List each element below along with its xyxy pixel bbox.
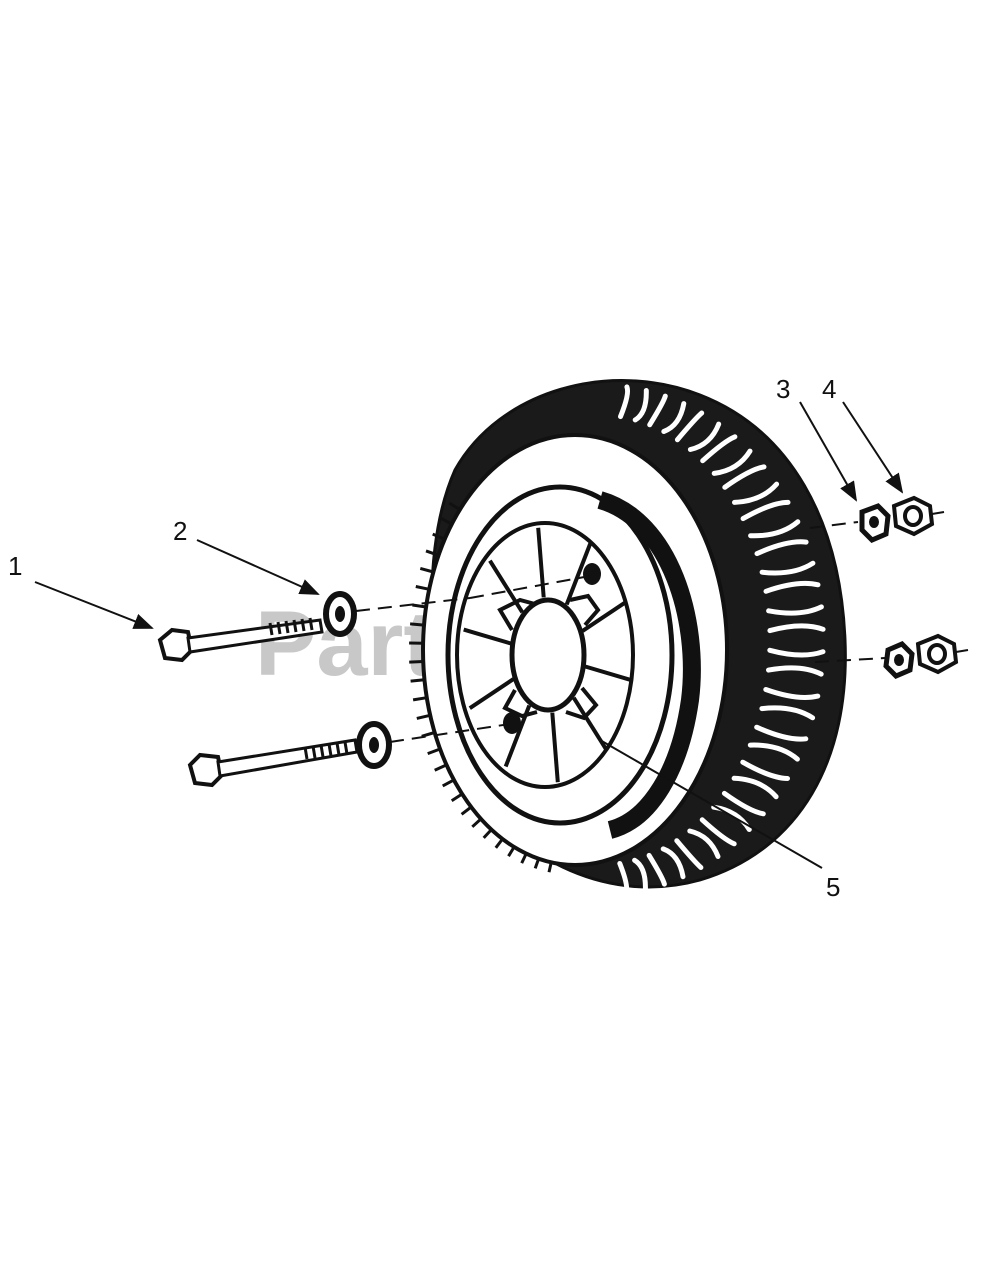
tread-lug xyxy=(711,448,753,476)
sidewall-tooth xyxy=(412,603,427,609)
sidewall-tooth xyxy=(434,763,448,772)
sidewall-tooth xyxy=(410,678,425,683)
sidewall-tooth xyxy=(482,828,493,839)
callout-4: 4 xyxy=(822,374,836,404)
hex-nut-upper xyxy=(891,495,945,537)
rim-spoke xyxy=(564,542,593,606)
tread-lug xyxy=(661,401,687,434)
leader-2 xyxy=(196,539,320,595)
bolt-upper xyxy=(157,617,324,663)
sidewall-tooth xyxy=(448,501,461,511)
tread-lug xyxy=(763,580,821,594)
lock-washer-lower xyxy=(883,641,915,679)
sidewall-tooth xyxy=(409,622,425,627)
sidewall-tooth xyxy=(416,713,431,720)
rim-spoke xyxy=(468,677,515,710)
tread-lug xyxy=(721,790,766,817)
sidewall-tooth xyxy=(425,549,440,557)
tread-lug xyxy=(767,623,826,634)
leader-lines xyxy=(34,401,904,869)
tread-lug xyxy=(660,846,686,880)
rim-spoke xyxy=(536,527,546,598)
leader-1 xyxy=(34,581,154,629)
washer-lower xyxy=(356,721,392,769)
tread-lug xyxy=(674,410,705,443)
tread-lug xyxy=(766,665,824,677)
tread-lug xyxy=(740,499,791,522)
sidewall-tooth xyxy=(432,532,446,541)
washer-upper xyxy=(323,591,357,637)
callout-1: 1 xyxy=(8,551,22,581)
sidewall-tooth xyxy=(460,805,473,816)
tread-lug xyxy=(687,421,722,452)
tread-lug xyxy=(699,817,737,847)
hex-nut-lower xyxy=(915,633,969,675)
hub-bore xyxy=(509,597,587,713)
tread-lug xyxy=(748,519,801,539)
callout-3: 3 xyxy=(776,374,790,404)
tread-lug xyxy=(759,560,816,576)
tread-lug xyxy=(617,861,630,896)
leader-4 xyxy=(842,401,904,494)
bolt-hole-lower xyxy=(503,712,521,734)
bolt-hole-upper xyxy=(583,563,601,585)
lock-washer-upper xyxy=(859,503,891,543)
sidewall-tooth xyxy=(450,792,463,802)
sidewall-teeth xyxy=(409,501,553,873)
leader-5 xyxy=(599,739,823,869)
rim-spoke xyxy=(584,664,633,683)
tread-lug xyxy=(646,852,667,887)
sidewall-tooth xyxy=(409,660,424,664)
tread-lug xyxy=(767,647,826,658)
tread-lug xyxy=(740,759,790,781)
rim-spoke xyxy=(463,627,512,646)
sidewall-tooth xyxy=(494,838,504,849)
sidewall-tooth xyxy=(427,747,441,756)
sidewall-tooth xyxy=(547,862,553,873)
rim-spoke xyxy=(550,712,560,783)
bolt-lower xyxy=(187,738,359,788)
tread-lug xyxy=(618,384,631,420)
sidewall-tooth xyxy=(441,778,455,788)
sidewall-tooth xyxy=(439,516,453,526)
tread-lug xyxy=(759,705,816,721)
alignment-lines xyxy=(355,521,886,743)
callout-2: 2 xyxy=(173,516,187,546)
sidewall-tooth xyxy=(520,852,528,864)
tread-lug xyxy=(747,742,800,762)
tread-lugs xyxy=(617,384,826,896)
tread-lug xyxy=(754,539,809,557)
tread-lug xyxy=(722,464,767,490)
rim-spokes xyxy=(463,527,633,783)
tread-lug xyxy=(731,775,779,800)
sidewall-tooth xyxy=(471,817,483,828)
callout-5: 5 xyxy=(826,872,840,902)
tread-lug xyxy=(763,687,821,700)
tread-lug xyxy=(674,838,704,870)
sidewall-tooth xyxy=(419,566,434,574)
sidewall-tooth xyxy=(533,858,541,869)
tread-lug xyxy=(766,604,824,616)
tread-lug xyxy=(732,481,780,505)
tread-lug xyxy=(632,388,649,423)
tread-lug xyxy=(647,393,668,428)
wheel-rim xyxy=(445,484,701,839)
tread-lug xyxy=(754,724,809,742)
sidewall-tooth xyxy=(415,585,430,591)
sidewall-tooth xyxy=(507,846,516,857)
rim-spoke xyxy=(581,600,628,633)
sidewall-tooth xyxy=(421,731,436,738)
tread-lug xyxy=(632,857,648,893)
tread-lug xyxy=(700,434,738,464)
tread-lug xyxy=(687,828,721,859)
sidewall-tooth xyxy=(412,696,428,702)
leader-3 xyxy=(799,401,857,502)
